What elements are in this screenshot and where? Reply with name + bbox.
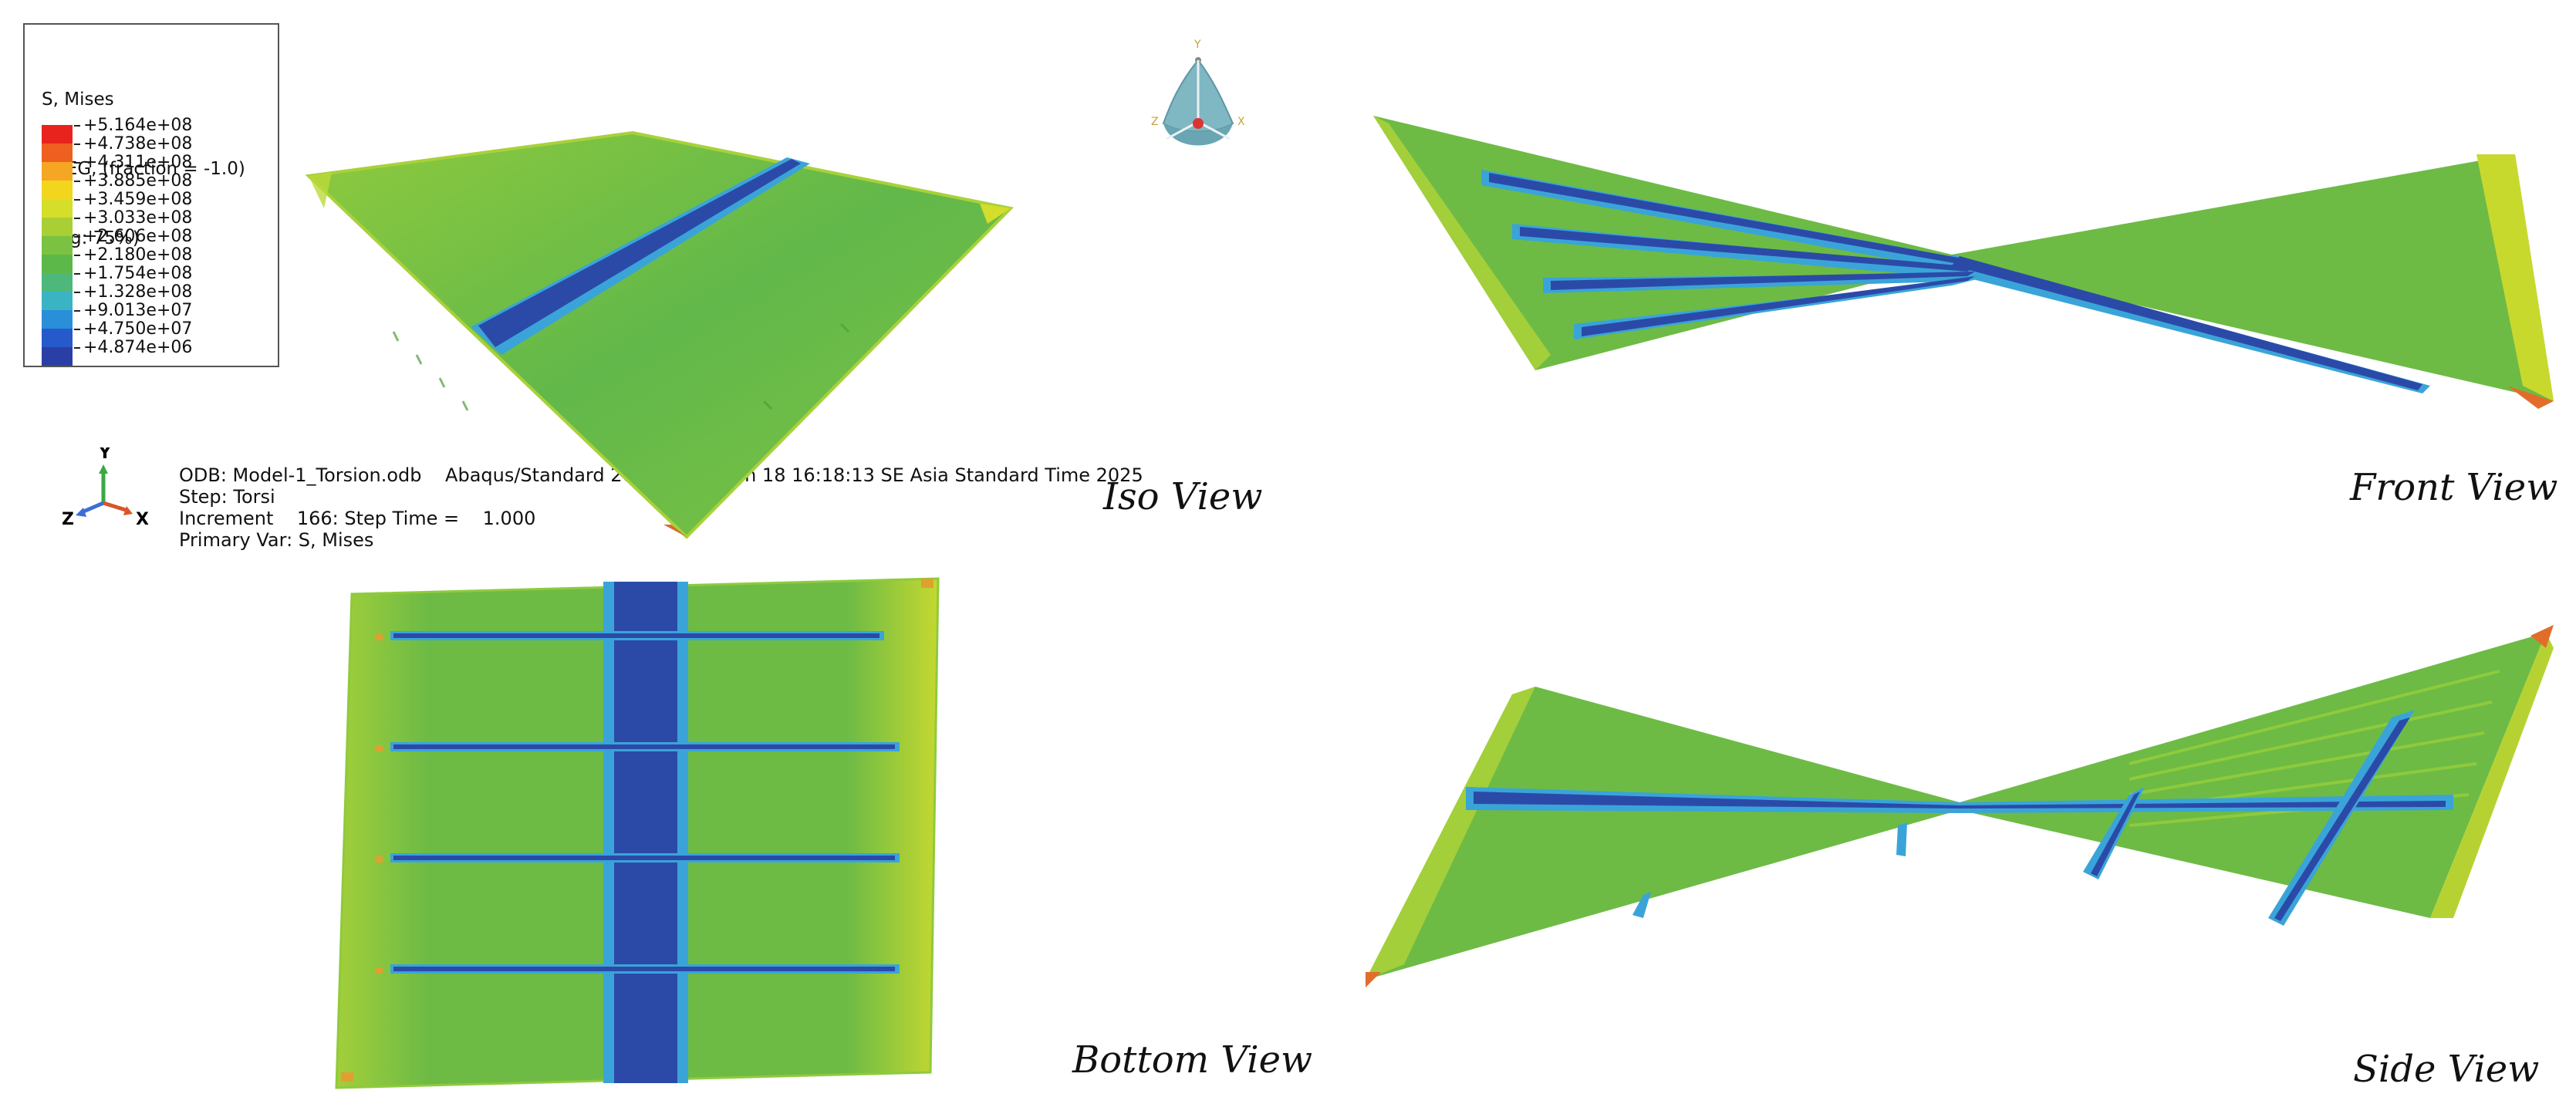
legend-tick [74,143,80,145]
legend-value: +2.180e+08 [83,245,193,265]
legend-value: +1.754e+08 [83,264,193,283]
legend-tick [74,347,80,349]
legend-title-line: S, Mises [42,89,114,110]
legend-tick [74,218,80,219]
legend-tick [74,273,80,275]
triad-y-label: Y [98,447,112,463]
legend-swatch [42,199,73,218]
front-view-caption: Front View [2350,466,2558,509]
legend-entry: +1.754e+08 [42,264,273,292]
orient-x-label: X [1237,116,1245,128]
legend-entry: +3.885e+08 [42,171,273,199]
legend-tick [74,292,80,293]
legend-value: +3.885e+08 [83,171,193,191]
legend-value: +3.033e+08 [83,208,193,228]
legend-entry: +2.606e+08 [42,227,273,255]
primary-var-line: Primary Var: S, Mises [179,529,374,551]
iso-view-caption: Iso View [1103,475,1263,518]
side-view-caption: Side View [2353,1048,2540,1091]
legend-tick [74,255,80,256]
legend-swatch [42,255,73,273]
legend-tick [74,310,80,312]
legend-tick [74,236,80,238]
orient-y-label: Y [1193,39,1201,51]
legend-swatch [42,143,73,162]
legend-tick [74,181,80,182]
legend-swatch [42,162,73,181]
legend-swatch [42,329,73,347]
legend-entry: +3.459e+08 [42,190,273,218]
stress-legend: S, Mises SNEG, (fraction = -1.0) (Avg: 7… [23,23,279,367]
bottom-view-model [335,577,940,1089]
legend-swatch [42,310,73,329]
coordinate-triad: Y Z X [62,447,149,529]
legend-entry: +3.033e+08 [42,208,273,236]
bottom-view-caption: Bottom View [1072,1038,1313,1082]
legend-entry: +9.013e+07 [42,301,273,329]
orient-z-label: Z [1151,116,1159,128]
legend-value: +9.013e+07 [83,301,193,320]
legend-swatch [42,236,73,255]
step-info-line: Step: Torsi [179,486,275,508]
legend-entry: +2.180e+08 [42,245,273,273]
legend-value: +5.164e+08 [83,116,193,135]
legend-entry: +4.311e+08 [42,153,273,181]
legend-entry: +4.750e+07 [42,319,273,347]
iso-view-model [305,130,1015,539]
legend-swatch [42,125,73,143]
legend-entry: +4.874e+06 [42,338,273,366]
view-orientation-icon[interactable]: Y Z X [1148,37,1250,160]
legend-tick [74,162,80,164]
legend-value: +4.750e+07 [83,319,193,339]
triad-z-label: Z [62,510,74,529]
triad-x-label: X [136,510,149,529]
legend-value: +4.311e+08 [83,153,193,172]
legend-swatch [42,181,73,199]
legend-swatch [42,218,73,236]
legend-entry: +4.738e+08 [42,134,273,162]
legend-value: +4.874e+06 [83,338,193,357]
front-view-model [1373,116,2554,409]
legend-entry: +1.328e+08 [42,282,273,310]
legend-value: +2.606e+08 [83,227,193,246]
legend-swatch [42,292,73,310]
legend-swatch [42,273,73,292]
legend-tick [74,125,80,127]
legend-tick [74,329,80,330]
legend-swatch [42,347,73,366]
increment-info-line: Increment 166: Step Time = 1.000 [179,508,536,529]
legend-value: +1.328e+08 [83,282,193,302]
side-view-model [1366,625,2554,987]
legend-tick [74,199,80,201]
legend-value: +3.459e+08 [83,190,193,209]
legend-value: +4.738e+08 [83,134,193,154]
legend-entry: +5.164e+08 [42,116,273,143]
